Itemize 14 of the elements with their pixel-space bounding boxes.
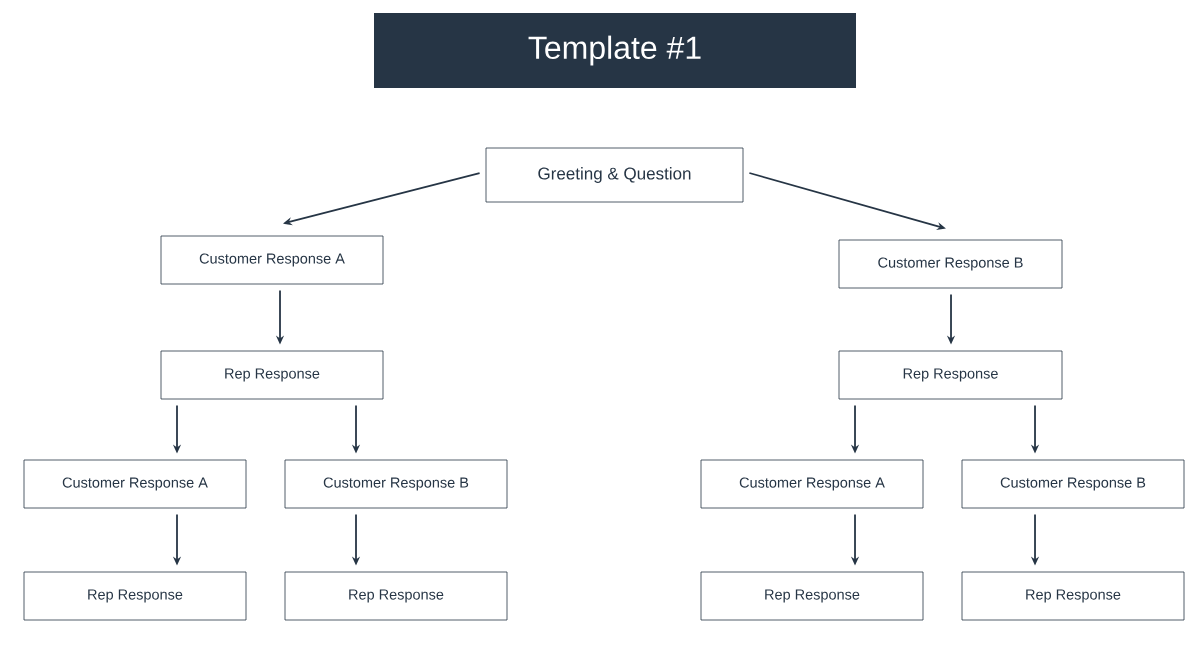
response-box: Customer Response A <box>23 459 247 509</box>
response-box: Rep Response <box>23 571 247 621</box>
response-box: Customer Response B <box>961 459 1185 509</box>
response-box: Customer Response B <box>838 239 1063 289</box>
response-box: Greeting & Question <box>485 147 744 203</box>
response-box: Rep Response <box>160 350 384 400</box>
response-box: Rep Response <box>838 350 1063 400</box>
title-banner: Template #1 <box>374 13 856 88</box>
response-box: Customer Response A <box>160 235 384 285</box>
response-box: Rep Response <box>961 571 1185 621</box>
response-box: Customer Response B <box>284 459 508 509</box>
response-box: Customer Response A <box>700 459 924 509</box>
response-box: Rep Response <box>284 571 508 621</box>
response-box: Rep Response <box>700 571 924 621</box>
